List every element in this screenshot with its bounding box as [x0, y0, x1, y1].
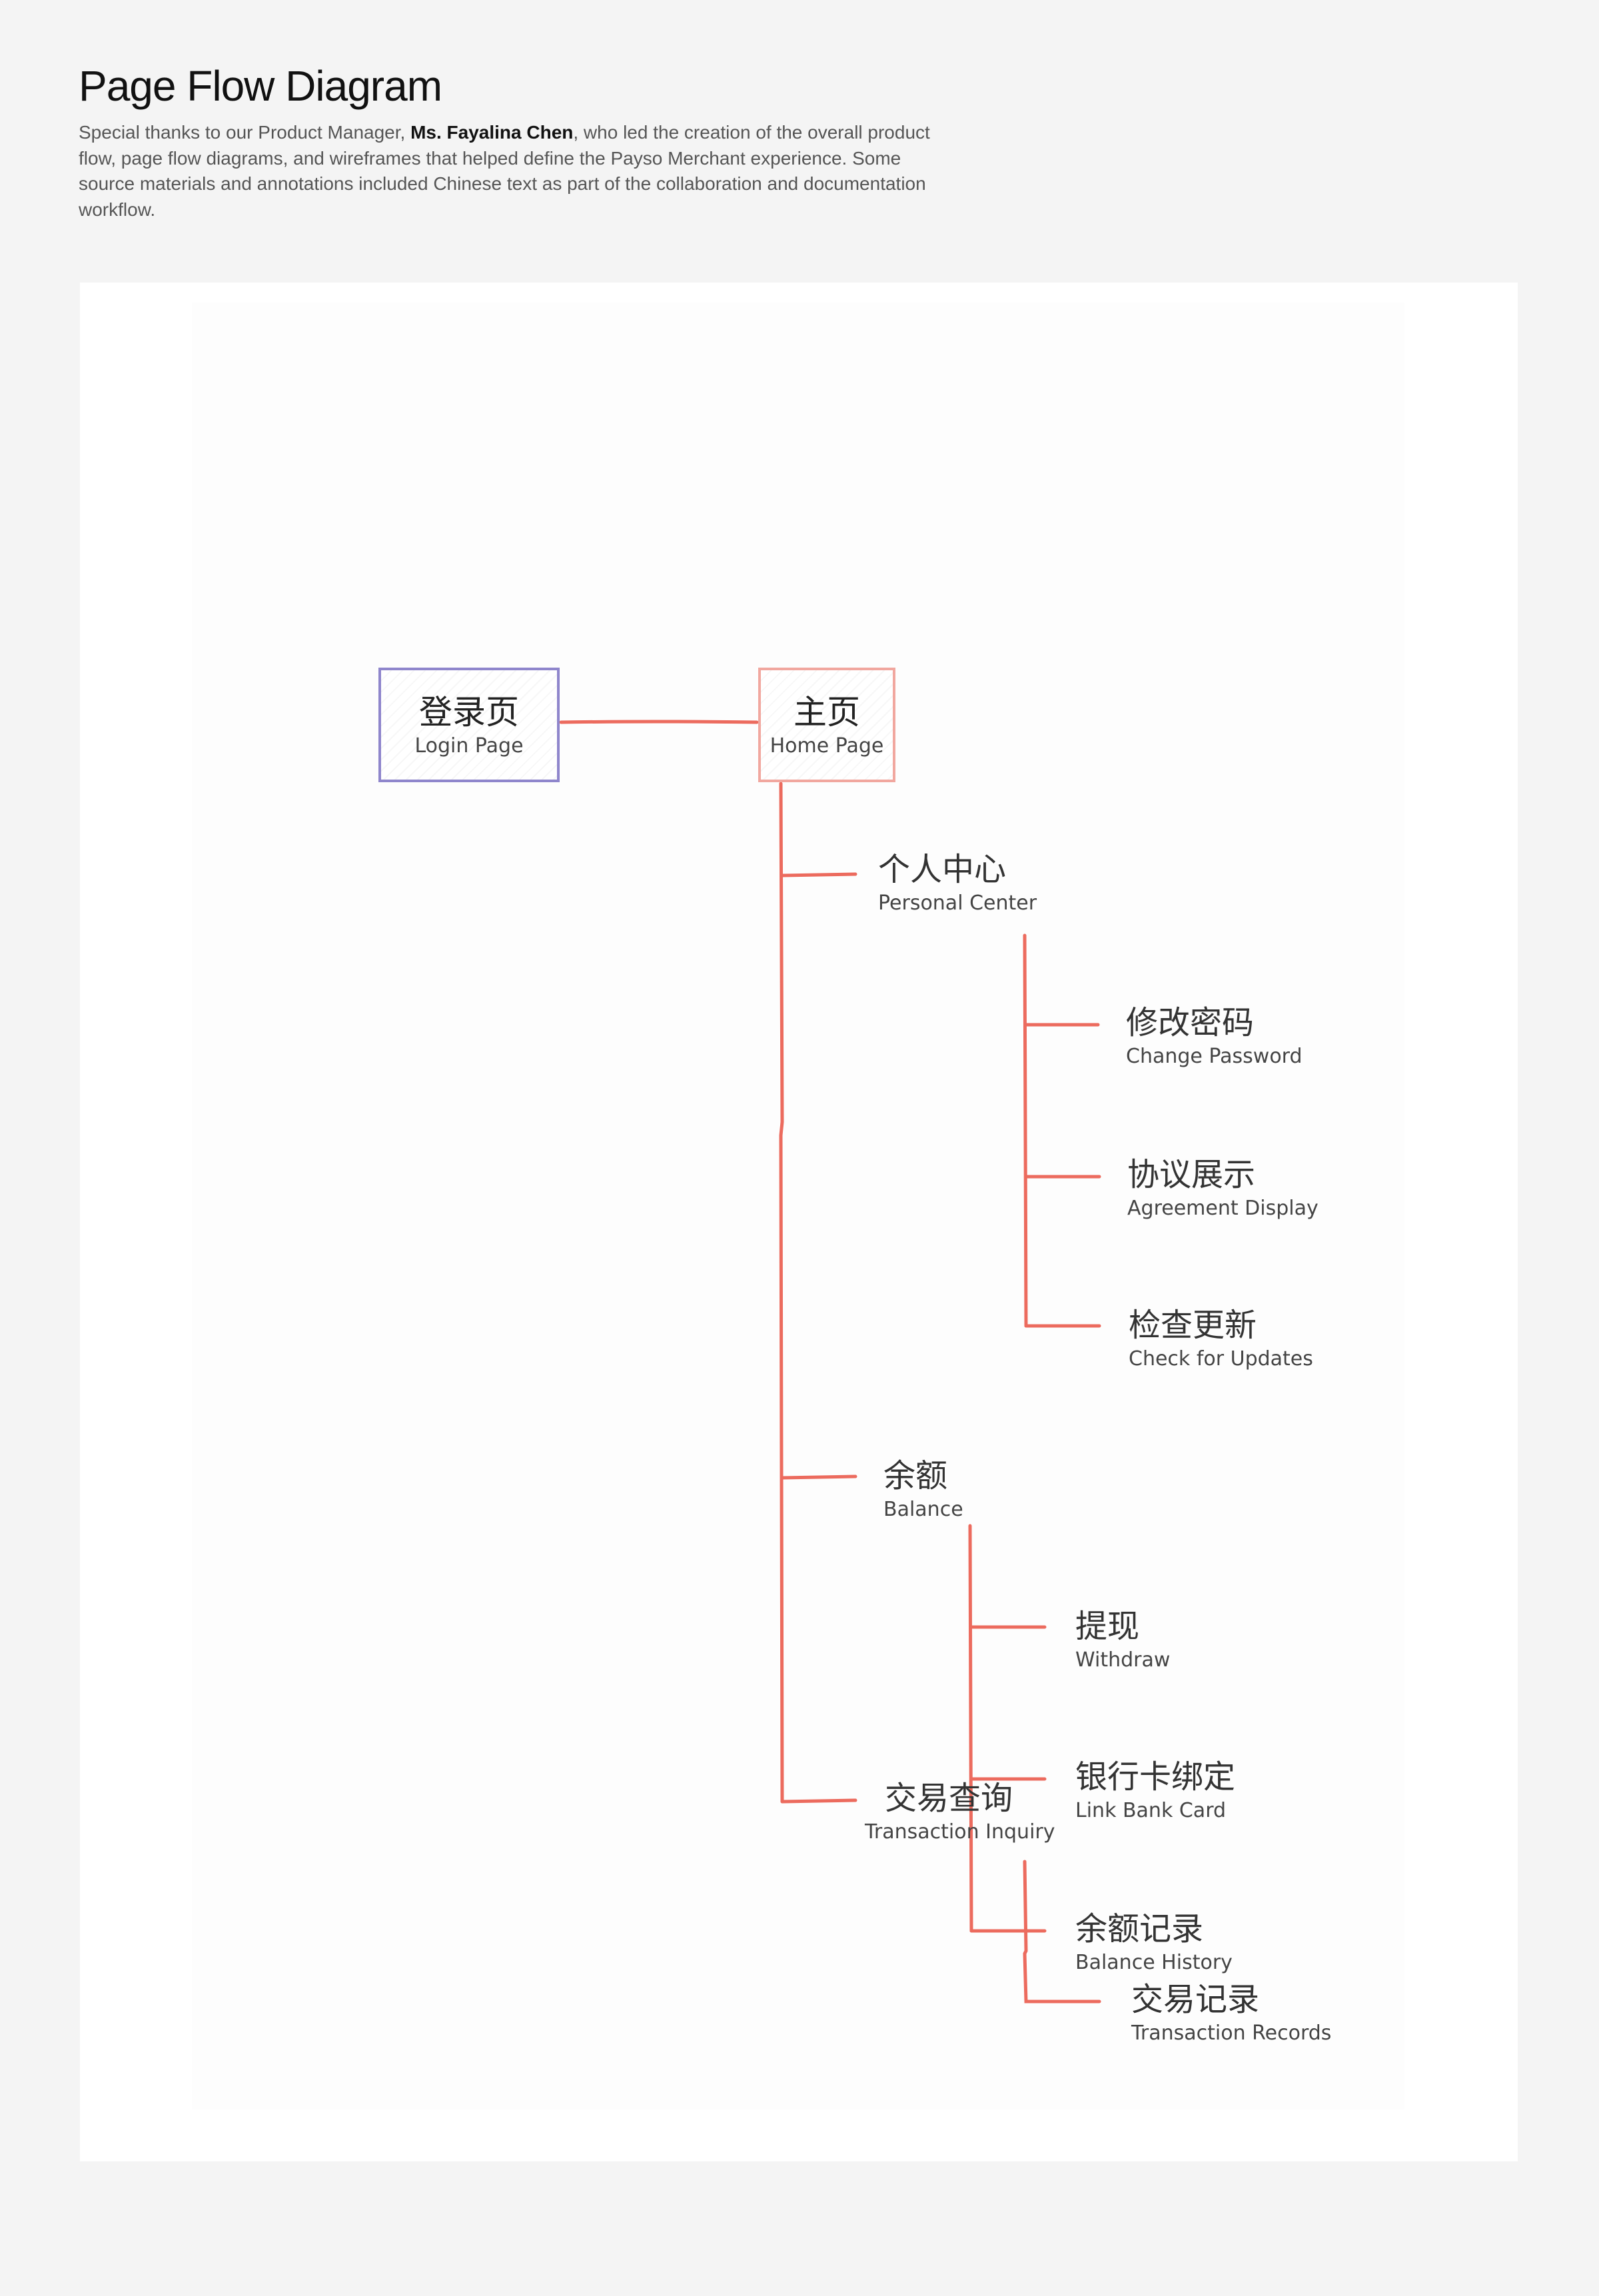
- diagram-canvas: 登录页 Login Page 主页 Home Page 个人中心 Persona…: [80, 283, 1518, 2161]
- check-updates-zh: 检查更新: [1129, 1307, 1257, 1344]
- product-manager-name: Ms. Fayalina Chen: [410, 122, 574, 143]
- home-page-zh: 主页: [794, 693, 860, 732]
- link-bank-card-zh: 银行卡绑定: [1075, 1758, 1236, 1796]
- node-link-bank-card: 银行卡绑定 Link Bank Card: [1075, 1756, 1235, 1824]
- login-page-zh: 登录页: [419, 693, 519, 732]
- home-page-en: Home Page: [770, 734, 884, 758]
- connector-home-trunk: [779, 782, 784, 1804]
- node-change-password: 修改密码 Change Password: [1126, 1002, 1303, 1070]
- connector-personal-center-trunk: [1023, 933, 1028, 1328]
- connector-to-balance: [780, 1474, 857, 1480]
- withdraw-en: Withdraw: [1075, 1648, 1171, 1672]
- node-balance-history: 余额记录 Balance History: [1075, 1908, 1233, 1976]
- node-personal-center: 个人中心 Personal Center: [878, 849, 1037, 917]
- diagram-paper: [192, 302, 1404, 2109]
- personal-center-zh: 个人中心: [878, 851, 1007, 888]
- personal-center-en: Personal Center: [878, 891, 1037, 915]
- balance-zh: 余额: [883, 1457, 948, 1494]
- change-password-zh: 修改密码: [1126, 1004, 1255, 1041]
- page-title: Page Flow Diagram: [79, 62, 442, 110]
- connector-to-transaction-inquiry: [780, 1798, 857, 1804]
- intro-text-start: Special thanks to our Product Manager,: [79, 122, 411, 143]
- node-transaction-inquiry: 交易查询 Transaction Inquiry: [865, 1778, 1055, 1846]
- check-updates-en: Check for Updates: [1129, 1347, 1313, 1371]
- node-withdraw: 提现 Withdraw: [1075, 1606, 1170, 1674]
- node-balance: 余额 Balance: [883, 1455, 963, 1523]
- agreement-display-en: Agreement Display: [1127, 1197, 1319, 1220]
- transaction-records-en: Transaction Records: [1131, 2021, 1332, 2045]
- transaction-records-zh: 交易记录: [1131, 1981, 1260, 2018]
- node-transaction-records: 交易记录 Transaction Records: [1131, 1979, 1331, 2047]
- home-page-box: 主页 Home Page: [758, 668, 895, 782]
- agreement-display-zh: 协议展示: [1127, 1156, 1256, 1193]
- login-page-en: Login Page: [414, 734, 524, 758]
- connector-lines: [559, 720, 1101, 2004]
- connector-balance-trunk: [968, 1524, 973, 1933]
- intro-text-end: , who led the creation of the overall pr…: [79, 122, 930, 220]
- login-page-box: 登录页 Login Page: [378, 668, 560, 782]
- transaction-inquiry-zh: 交易查询: [885, 1780, 1013, 1817]
- withdraw-zh: 提现: [1075, 1608, 1140, 1645]
- balance-en: Balance: [883, 1498, 963, 1521]
- connector-to-personal-center: [780, 872, 857, 877]
- node-check-updates: 检查更新 Check for Updates: [1129, 1305, 1313, 1373]
- balance-history-en: Balance History: [1075, 1951, 1233, 1974]
- link-bank-card-en: Link Bank Card: [1075, 1799, 1227, 1822]
- connector-transaction-trunk: [1023, 1860, 1101, 2004]
- change-password-en: Change Password: [1126, 1045, 1303, 1068]
- transaction-inquiry-en: Transaction Inquiry: [865, 1820, 1055, 1844]
- intro-paragraph: Special thanks to our Product Manager, M…: [79, 120, 938, 223]
- node-agreement-display: 协议展示 Agreement Display: [1127, 1154, 1319, 1222]
- balance-history-zh: 余额记录: [1075, 1910, 1204, 1948]
